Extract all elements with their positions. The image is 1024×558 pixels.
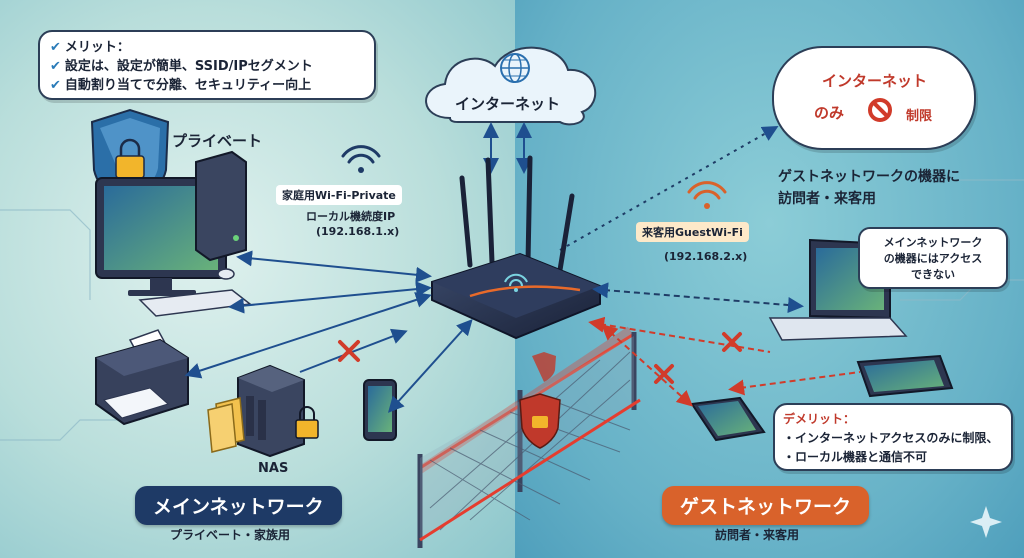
merit-line-1: 設定は、設定が簡単、SSID/IPセグメント	[64, 59, 313, 74]
blocked-x-main	[338, 340, 360, 362]
demerit-title: デメリット：	[783, 412, 856, 426]
private-desc: ローカル機続度IP	[306, 210, 396, 223]
guest-devices-line-1: ゲストネットワークの機器に	[778, 169, 960, 185]
main-network-title: メインネットワーク	[135, 486, 342, 525]
prohibited-icon	[868, 98, 892, 122]
demerit-line-2: ・ローカル機器と通信不可	[783, 450, 928, 464]
guest-network-title: ゲストネットワーク	[662, 486, 870, 525]
internet-only-restriction: インターネット のみ 制限	[772, 46, 976, 150]
merit-line-2: 自動割り当てで分離、セキュリティー向上	[64, 78, 312, 93]
internet-label: インターネット	[455, 95, 561, 113]
blocked-x-guest	[654, 332, 742, 384]
guest-network-subtitle: 訪問者・来客用	[715, 528, 800, 542]
wifi-icon-private	[341, 145, 381, 173]
tablet-guest	[856, 354, 954, 398]
guest-warning-line-2: の機器にはアクセス	[883, 252, 983, 265]
private-ssid: 家庭用Wi-Fi-Private	[276, 185, 402, 205]
router	[431, 155, 601, 340]
check-icon: ✔	[50, 59, 61, 74]
wifi-icon-guest	[687, 181, 727, 209]
smartphone-guest	[690, 396, 766, 442]
demerit-line-1: ・インターネットアクセスのみに制限、	[783, 431, 999, 445]
guest-warning-line-3: できない	[911, 268, 955, 281]
demerit-callout: デメリット： ・インターネットアクセスのみに制限、 ・ローカル機器と通信不可	[773, 403, 1013, 471]
private-subnet: (192.168.1.x)	[316, 225, 400, 238]
check-icon: ✔	[50, 78, 61, 93]
restriction-line-1: インターネット	[822, 72, 928, 90]
main-network-subtitle: プライベート・家族用	[170, 528, 291, 542]
security-fence	[417, 326, 641, 548]
desktop-computer	[95, 150, 252, 317]
merit-callout: ✔メリット： ✔設定は、設定が簡単、SSID/IPセグメント ✔自動割り当てで分…	[38, 30, 376, 100]
nas-label: NAS	[258, 461, 289, 476]
guest-devices-line-2: 訪問者・来客用	[778, 191, 876, 207]
restriction-line-2: のみ	[814, 104, 845, 122]
smartphone-main	[363, 379, 397, 441]
merit-title: メリット：	[64, 40, 130, 55]
guest-warning-line-1: メインネットワーク	[883, 236, 983, 249]
guest-warning-callout: メインネットワーク の機器にはアクセス できない	[858, 227, 1008, 289]
check-icon: ✔	[50, 40, 61, 55]
guest-subnet: (192.168.2.x)	[664, 250, 748, 263]
internet-cloud	[425, 46, 597, 126]
private-label: プライベート	[172, 132, 263, 150]
guest-ssid: 来客用GuestWi-Fi	[636, 222, 749, 242]
nas-device	[207, 364, 319, 458]
printer	[95, 329, 189, 426]
sparkle-icon	[970, 506, 1002, 538]
restriction-line-3: 制限	[906, 109, 933, 124]
